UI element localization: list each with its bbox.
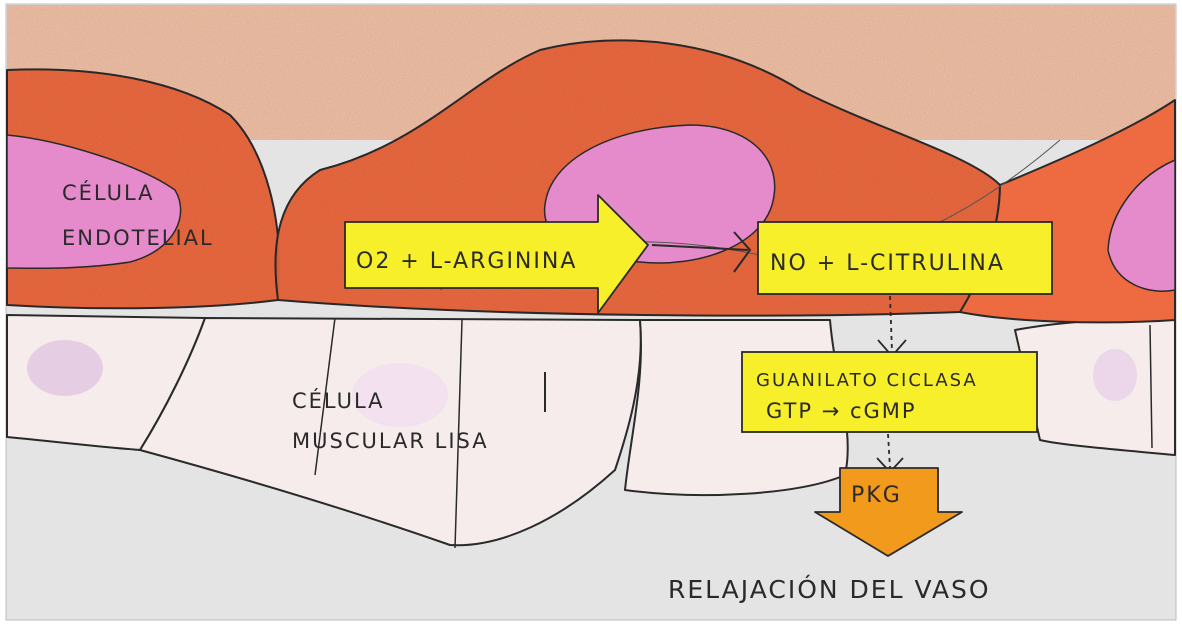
enzyme-name: GUANILATO CICLASA [756, 370, 978, 391]
substrate-label: O2 + L-ARGININA [356, 249, 577, 274]
enzyme-reaction: GTP → cGMP [766, 399, 917, 423]
product-box: NO + L-CITRULINA [758, 222, 1052, 294]
smooth-muscle-nucleus [27, 340, 103, 396]
smooth-muscle-nucleus [1093, 349, 1137, 401]
endothelial-label-line2: ENDOTELIAL [62, 226, 214, 250]
smooth-muscle-label-line1: CÉLULA [292, 388, 385, 413]
pkg-label: PKG [851, 483, 902, 508]
product-label: NO + L-CITRULINA [770, 251, 1005, 276]
enzyme-box: GUANILATO CICLASA GTP → cGMP [742, 352, 1037, 432]
endothelial-label-line1: CÉLULA [62, 180, 155, 205]
outcome-label: RELAJACIÓN DEL VASO [668, 574, 991, 604]
smooth-muscle-label-line2: MUSCULAR LISA [292, 429, 489, 453]
